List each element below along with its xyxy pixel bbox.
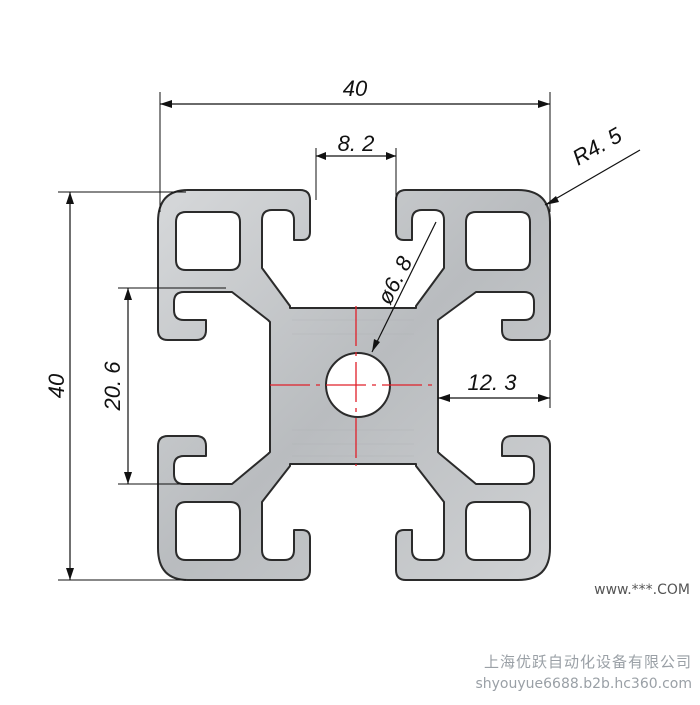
centerlines — [270, 306, 438, 466]
aluminum-profile — [157, 189, 551, 581]
dimension-inner-height: 20. 6 — [100, 287, 226, 485]
profile-outline — [157, 189, 551, 581]
half-width-label: 12. 3 — [468, 370, 518, 395]
slot-width-label: 8. 2 — [338, 131, 375, 156]
overlay-watermark: www.***.COM — [594, 582, 690, 598]
dimension-half-width: 12. 3 — [438, 340, 551, 408]
dimension-corner-radius: R4. 5 — [544, 122, 641, 206]
brushed-texture — [292, 319, 414, 457]
height-label: 40 — [44, 373, 69, 398]
width-label: 40 — [343, 76, 368, 101]
inner-height-label: 20. 6 — [100, 361, 125, 412]
dimension-slot-width: 8. 2 — [315, 131, 397, 200]
site-watermark: shyouyue6688.b2b.hc360.com — [475, 676, 692, 692]
dimension-height: 40 — [44, 191, 186, 581]
company-watermark: 上海优跃自动化设备有限公司 — [483, 653, 692, 671]
hole-diameter-label: ø6. 8 — [372, 252, 417, 309]
